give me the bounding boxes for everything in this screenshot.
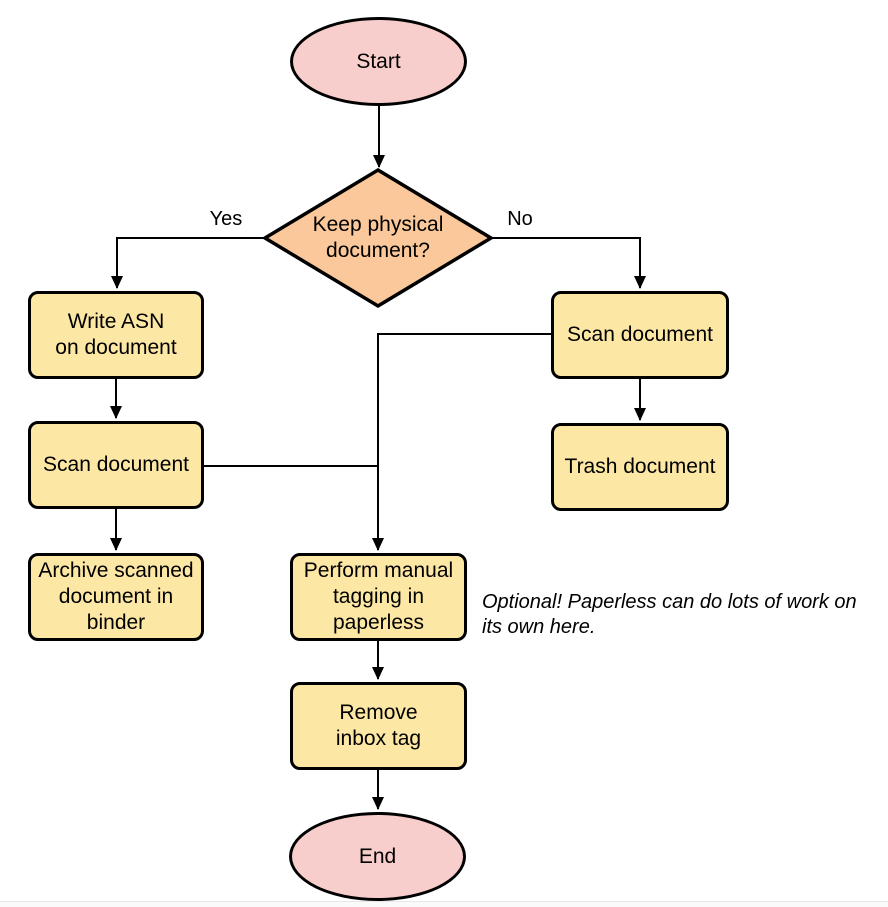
edge-decision-yes-to-write-asn [111,237,265,289]
node-scan-document-left: Scan document [28,421,204,509]
node-start-label: Start [356,49,401,73]
edge-scan-right-to-tagging [372,333,551,551]
node-write-asn: Write ASN on document [28,291,204,379]
node-start: Start [290,17,467,106]
page-bottom-divider [0,901,888,907]
node-remove-inbox-tag-label: Remove inbox tag [335,701,422,750]
node-archive-binder: Archive scanned document in binder [28,553,204,641]
node-manual-tagging: Perform manual tagging in paperless [290,553,467,641]
edge-label-no: No [507,208,533,230]
node-scan-document-right-label: Scan document [567,323,713,346]
node-write-asn-label: Write ASN on document [55,310,177,359]
node-end-label: End [358,844,397,868]
node-scan-document-left-label: Scan document [43,453,189,476]
node-trash-document-label: Trash document [564,455,716,478]
node-scan-document-right: Scan document [551,291,729,379]
edge-decision-no-to-scan-right [491,237,646,289]
decision-diamond-shape [261,167,495,309]
node-end: End [289,812,466,901]
node-trash-document: Trash document [551,423,729,511]
node-manual-tagging-label: Perform manual tagging in paperless [303,559,454,634]
node-decision-label: Keep physical document? [312,213,444,262]
node-remove-inbox-tag: Remove inbox tag [290,682,467,770]
node-decision: Keep physical document? [288,205,468,271]
optional-annotation: Optional! Paperless can do lots of work … [482,591,857,638]
node-archive-binder-label: Archive scanned document in binder [38,559,194,634]
edge-label-yes: Yes [209,208,243,230]
